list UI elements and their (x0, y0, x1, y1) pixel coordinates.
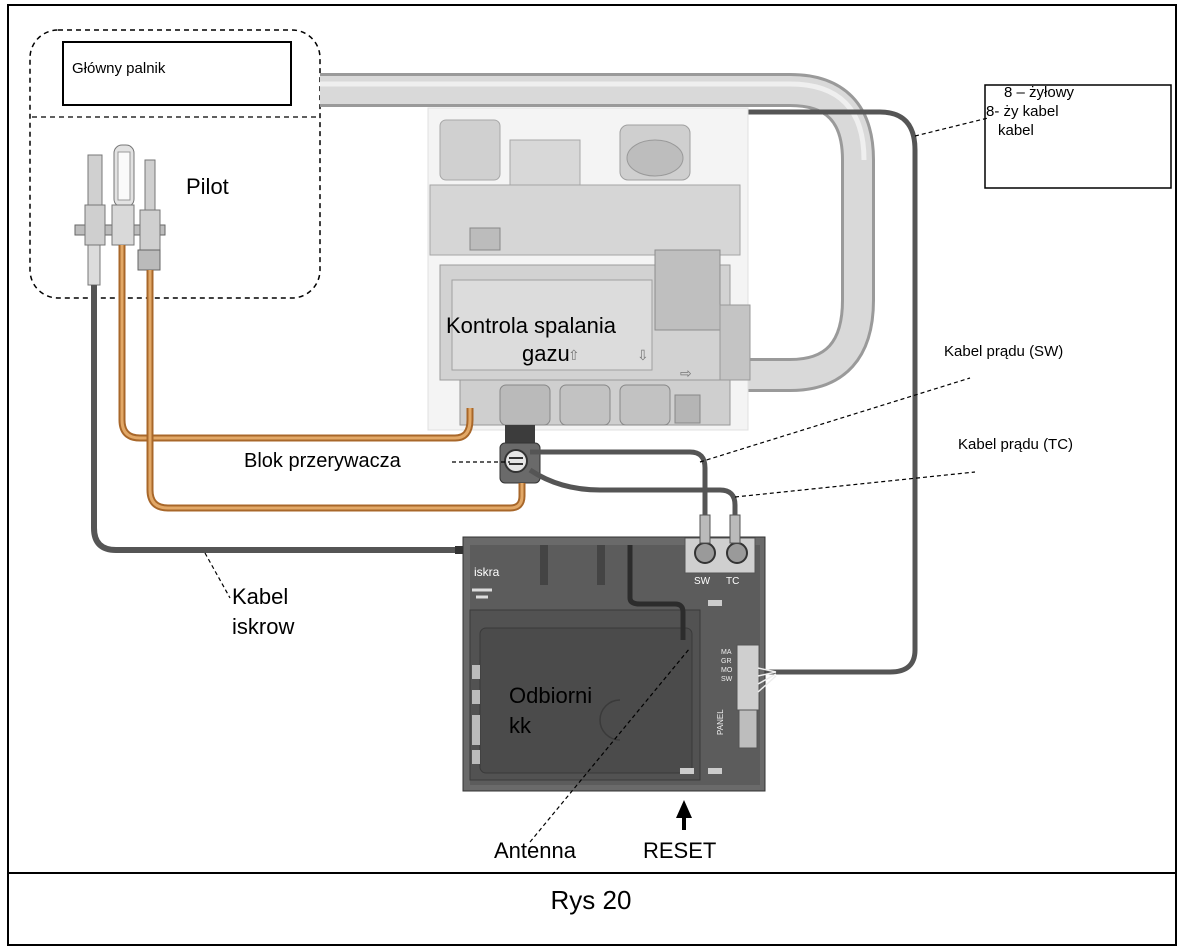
connector-pin-sw: SW (721, 676, 733, 683)
gas-control-valve: ⇨ ⇩ ⇧ (427, 107, 751, 484)
gas-control-label-line2: gazu (522, 341, 570, 366)
main-burner-label: Główny palnik (72, 60, 166, 77)
leader-wire8 (914, 117, 989, 137)
power-cable-tc-label: Kabel prądu (TC) (958, 436, 1074, 453)
leader-power-sw (699, 377, 971, 463)
figure-border (7, 4, 1177, 946)
receiver-module (462, 514, 766, 792)
burner-pilot-outline (29, 29, 321, 299)
svg-text:⇨: ⇨ (680, 366, 692, 382)
antenna-label: Antenna (494, 838, 576, 863)
spark-terminal-label: iskra (474, 565, 500, 579)
pilot-assembly (74, 144, 166, 286)
svg-text:⇩: ⇩ (637, 348, 649, 364)
wire8-label-line1: 8 – żyłowy (1004, 84, 1075, 101)
figure-caption: Rys 20 (550, 885, 632, 915)
terminal-sw-label: SW (694, 576, 711, 587)
leader-power-tc (734, 471, 976, 498)
reset-label: RESET (643, 838, 717, 863)
copper-tube-1 (118, 245, 474, 442)
wire8-label-line2: 8- ży kabel (986, 103, 1059, 120)
interrupter-block-label: Blok przerywacza (244, 450, 401, 472)
connector-pin-mo: MO (721, 667, 733, 674)
connector-wires (757, 667, 777, 693)
reset-arrow (676, 800, 692, 830)
wire8-box (984, 84, 1172, 189)
spark-cable-label-line1: Kabel (232, 584, 289, 609)
leader-spark-cable (204, 552, 231, 599)
spark-cable-label-line2: iskrow (232, 614, 295, 639)
wire8-label-line3: kabel (998, 122, 1034, 139)
terminal-tc-label: TC (726, 576, 740, 587)
panel-connector-label: PANEL (716, 709, 725, 735)
power-cable-tc (528, 467, 738, 520)
main-burner-box (62, 41, 292, 106)
receiver-label-line2: kk (509, 713, 531, 738)
pilot-label: Pilot (186, 174, 229, 199)
power-cable-sw (530, 449, 708, 520)
svg-text:⇧: ⇧ (568, 348, 580, 364)
receiver-label-line1: Odbiorni (509, 683, 593, 708)
connector-pin-gr: GR (721, 658, 732, 665)
connector-pin-ma: MA (721, 649, 732, 656)
power-cable-sw-label: Kabel prądu (SW) (944, 343, 1064, 360)
spark-cable (91, 285, 475, 553)
gas-control-label-line1: Kontrola spalania (446, 313, 617, 338)
